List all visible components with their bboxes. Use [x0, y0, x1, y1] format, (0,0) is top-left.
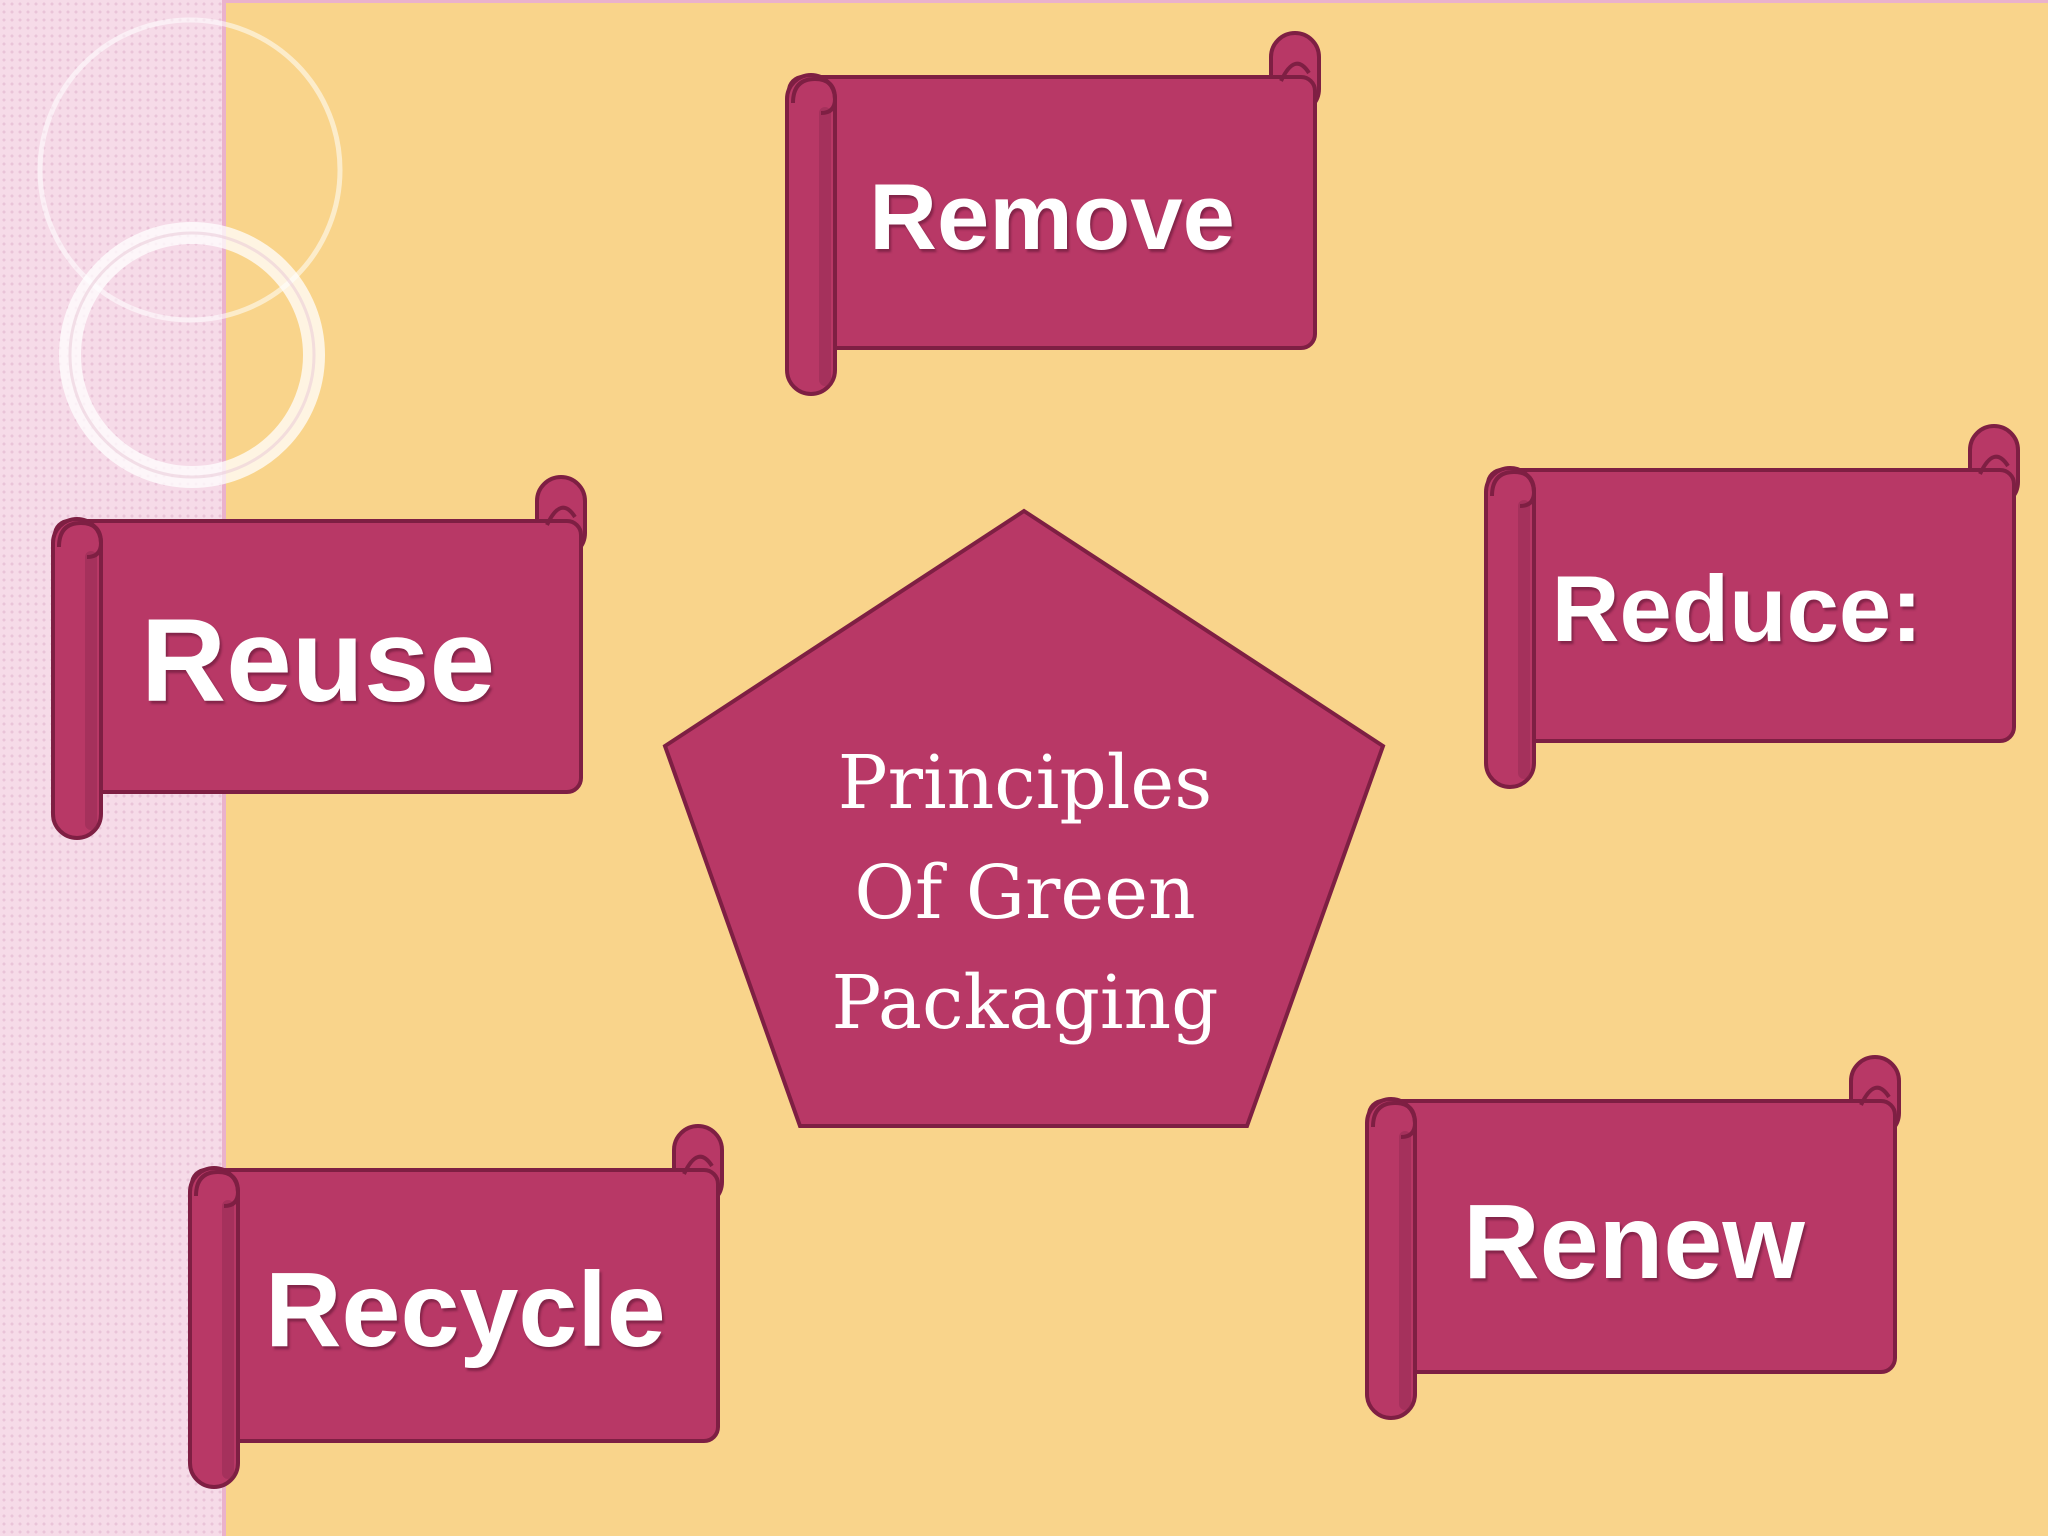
banner-label-renew: Renew [1463, 1183, 1805, 1301]
scroll-roll-left [51, 517, 103, 840]
top-border-line [222, 0, 2048, 3]
center-title-line-3: Packaging [831, 960, 1219, 1046]
scroll-roll-shade [819, 107, 831, 386]
center-title-line-2: Of Green [854, 850, 1196, 936]
scroll-curl-left [194, 1169, 241, 1208]
center-pentagon [662, 508, 1386, 1128]
scroll-banner-renew [1365, 1055, 1901, 1420]
scroll-curl-left [1371, 1100, 1418, 1139]
scroll-banner-recycle [188, 1124, 724, 1489]
scroll-roll-shade [85, 551, 97, 830]
scroll-roll-shade [1399, 1131, 1411, 1410]
scroll-curl-right [682, 1154, 714, 1175]
scroll-curl-left [57, 520, 104, 559]
scroll-curl-right [1279, 61, 1311, 82]
scroll-banners [51, 31, 2020, 1489]
center-title: Principles Of Green Packaging [805, 728, 1245, 1058]
scroll-roll-shade [222, 1200, 234, 1479]
scroll-roll-shade [1518, 500, 1530, 779]
banner-label-recycle: Recycle [265, 1251, 666, 1369]
decorative-rings [37, 17, 343, 488]
banner-label-reuse: Reuse [140, 595, 496, 727]
scroll-banner-reduce [1484, 424, 2020, 789]
scroll-curl-left [1490, 469, 1537, 508]
scroll-curl-left [791, 76, 838, 115]
banner-label-reduce: Reduce: [1551, 556, 1923, 661]
scroll-curl-right [1859, 1085, 1891, 1106]
scroll-banner-reuse [51, 475, 587, 840]
banner-label-remove: Remove [869, 164, 1235, 269]
scroll-curl-right [1978, 454, 2010, 475]
scroll-curl-right [545, 505, 577, 526]
scroll-roll-left [188, 1166, 240, 1489]
scroll-roll-left [785, 73, 837, 396]
scroll-banner-remove [785, 31, 1321, 396]
center-title-line-1: Principles [837, 740, 1213, 826]
scroll-roll-left [1365, 1097, 1417, 1420]
scroll-roll-left [1484, 466, 1536, 789]
